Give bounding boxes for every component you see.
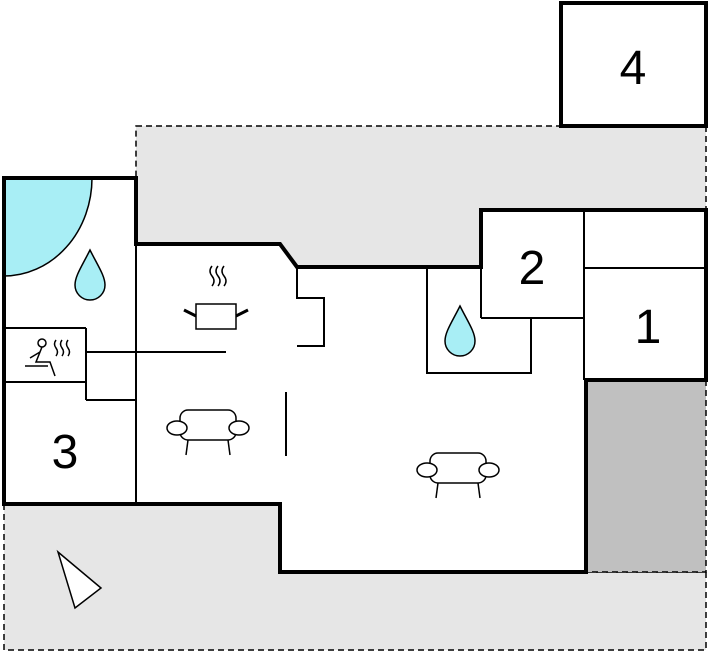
room-number-1: 1	[635, 301, 662, 354]
covered-area	[585, 379, 707, 573]
room-4	[559, 1, 708, 128]
building-interior	[4, 178, 706, 572]
kitchen-pot-icon	[183, 265, 249, 330]
water-drop-icon	[444, 304, 476, 357]
sofa-icon	[416, 452, 500, 499]
terrace-north	[135, 125, 707, 381]
north-arrow-icon	[56, 549, 103, 610]
water-drop-icon	[74, 248, 106, 301]
interior-walls	[4, 210, 706, 504]
sofa-icon	[166, 409, 250, 456]
terrace-areas	[3, 125, 707, 651]
room-number-3: 3	[52, 426, 79, 479]
room-number-2: 2	[519, 242, 546, 295]
outer-walls	[2, 176, 708, 574]
whirlpool-icon	[3, 177, 93, 277]
sauna-icon	[25, 338, 71, 377]
room-number-4: 4	[620, 42, 647, 95]
